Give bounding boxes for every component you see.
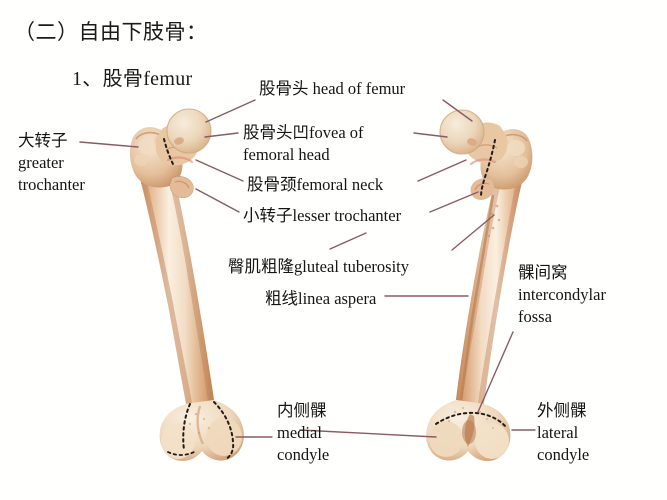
leader-neck-right bbox=[417, 159, 467, 182]
leader-neck-left bbox=[195, 159, 244, 182]
leader-fovea-left bbox=[204, 132, 239, 138]
label-intercondylar-fossa: 髁间窝 intercondylar fossa bbox=[518, 262, 606, 327]
femur-posterior-right bbox=[426, 109, 533, 461]
label-greater-trochanter-cn: 大转子 bbox=[18, 131, 68, 150]
label-gluteal-tuberosity: 臀肌粗隆gluteal tuberosity bbox=[228, 257, 410, 276]
label-lateral-condyle-en2: condyle bbox=[537, 444, 590, 464]
leader-lesser-left bbox=[195, 188, 240, 213]
leader-intercondylar bbox=[477, 331, 514, 413]
femur-anterior-left bbox=[129, 108, 244, 461]
label-medial-condyle-cn: 内侧髁 bbox=[277, 401, 327, 420]
leader-head-right bbox=[442, 99, 473, 122]
label-fovea-line2: femoral head bbox=[243, 144, 330, 164]
page-title: （二）自由下肢骨： bbox=[14, 20, 208, 44]
leader-lesser-right bbox=[429, 191, 479, 213]
label-fovea-line1: 股骨头凹fovea of bbox=[243, 123, 364, 142]
label-greater-trochanter: 大转子 greater trochanter bbox=[18, 130, 85, 195]
label-medial-condyle: 内侧髁 medial condyle bbox=[277, 400, 329, 465]
label-medial-condyle-en2: condyle bbox=[277, 444, 330, 464]
label-medial-condyle-en1: medial bbox=[277, 422, 322, 442]
leader-gluteal-right bbox=[451, 214, 495, 251]
section-title-femur: 1、股骨femur bbox=[72, 68, 193, 90]
leader-fovea-right bbox=[413, 132, 448, 138]
leader-greater-trochanter bbox=[79, 141, 139, 148]
label-intercondylar-en1: intercondylar bbox=[518, 284, 606, 304]
label-lesser-trochanter: 小转子lesser trochanter bbox=[243, 206, 402, 225]
label-intercondylar-en2: fossa bbox=[518, 306, 552, 326]
label-head-of-femur: 股骨头 head of femur bbox=[259, 79, 406, 98]
label-femoral-neck: 股骨颈femoral neck bbox=[247, 175, 384, 194]
label-lateral-condyle-en1: lateral bbox=[537, 422, 579, 442]
label-greater-trochanter-en2: trochanter bbox=[18, 174, 85, 194]
leader-medial-condyle-right bbox=[299, 429, 437, 438]
label-fovea-of-femoral-head: 股骨头凹fovea of femoral head bbox=[243, 122, 364, 166]
label-greater-trochanter-en1: greater bbox=[18, 152, 64, 172]
leader-gluteal-up bbox=[329, 232, 367, 250]
label-linea-aspera: 粗线linea aspera bbox=[265, 289, 377, 308]
label-intercondylar-cn: 髁间窝 bbox=[518, 263, 568, 282]
label-lateral-condyle: 外侧髁 lateral condyle bbox=[537, 400, 589, 465]
leader-head-left bbox=[205, 99, 256, 123]
label-lateral-condyle-cn: 外侧髁 bbox=[537, 401, 587, 420]
